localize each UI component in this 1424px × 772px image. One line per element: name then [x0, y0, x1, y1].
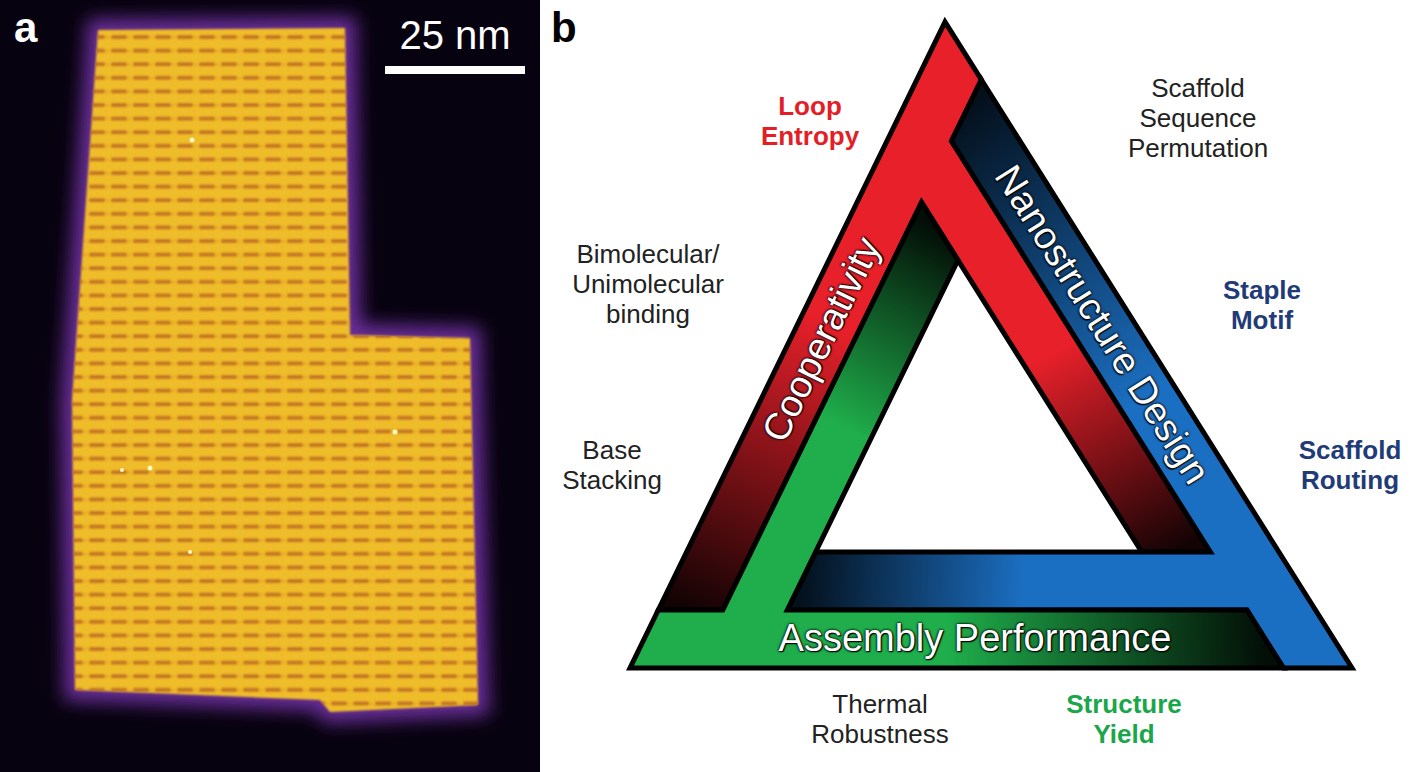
band-shade — [723, 202, 958, 610]
concept-label: Staple Motif — [1202, 276, 1322, 336]
concept-label: Base Stacking — [551, 436, 673, 496]
panel-letter: b — [551, 4, 577, 52]
panel-letter: a — [14, 4, 37, 52]
band-shade — [787, 552, 1247, 610]
concept-label: Scaffold Sequence Permutation — [1112, 74, 1284, 164]
band-title: Nanostructure Design — [985, 158, 1218, 492]
concept-label: Loop Entropy — [750, 92, 870, 152]
image-ground — [0, 0, 540, 772]
scale-label: 25 nm — [399, 12, 510, 58]
band-title-box: Nanostructure Design — [979, 150, 1224, 500]
concept-label: Thermal Robustness — [800, 690, 960, 750]
scale-bar — [385, 66, 525, 74]
band-title-box: Cooperativity — [749, 223, 896, 458]
band-title: Cooperativity — [754, 231, 890, 449]
band-shade — [630, 610, 1283, 668]
band-title-box: Assembly Performance — [771, 615, 1180, 663]
band-shade — [922, 141, 1211, 552]
concept-label: Scaffold Routing — [1280, 436, 1420, 496]
concept-label: Structure Yield — [1044, 690, 1204, 750]
afm-image — [0, 0, 540, 772]
helix-stripes — [60, 20, 490, 720]
concept-label: Bimolecular/ Unimolecular binding — [559, 240, 737, 330]
band-title: Assembly Performance — [779, 617, 1172, 661]
